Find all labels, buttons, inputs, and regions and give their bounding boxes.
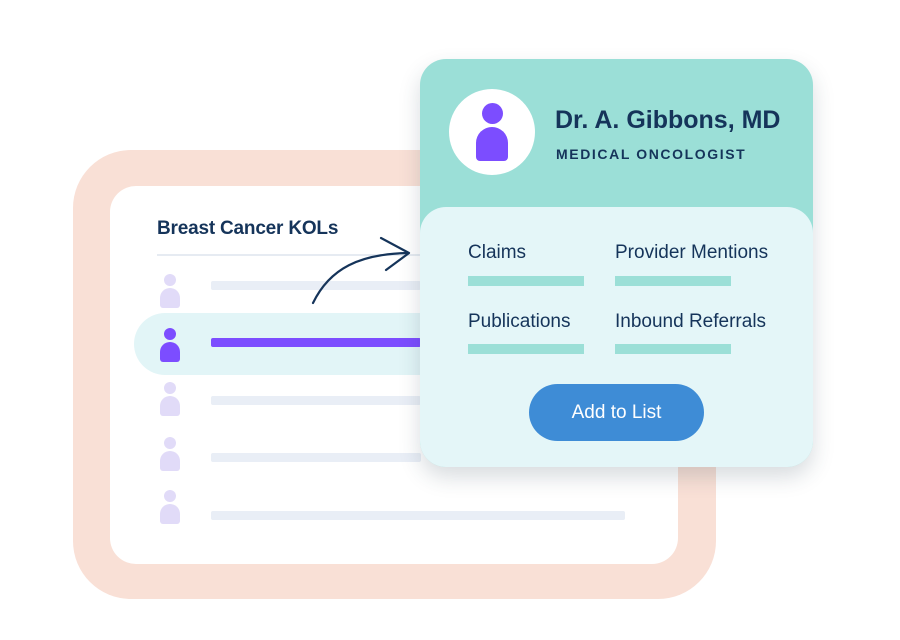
list-item-placeholder-bar[interactable] bbox=[211, 281, 421, 290]
stat-bar-publications bbox=[468, 344, 584, 354]
stat-bar-provider-mentions bbox=[615, 276, 731, 286]
add-to-list-button[interactable]: Add to List bbox=[529, 384, 704, 441]
stat-label-claims: Claims bbox=[468, 242, 527, 263]
person-icon bbox=[160, 274, 180, 310]
stat-label-inbound-referrals: Inbound Referrals bbox=[615, 311, 767, 332]
list-item-selected-bar[interactable] bbox=[211, 338, 421, 347]
person-icon bbox=[160, 437, 180, 473]
list-title: Breast Cancer KOLs bbox=[157, 218, 339, 239]
person-icon-selected bbox=[160, 328, 180, 364]
stat-label-provider-mentions: Provider Mentions bbox=[615, 242, 769, 263]
title-divider bbox=[157, 254, 425, 256]
list-item-placeholder-bar[interactable] bbox=[211, 453, 421, 462]
avatar bbox=[449, 89, 535, 175]
person-icon bbox=[160, 490, 180, 526]
person-icon bbox=[160, 382, 180, 418]
list-item-placeholder-bar[interactable] bbox=[211, 511, 625, 520]
doctor-specialty: MEDICAL ONCOLOGIST bbox=[556, 146, 747, 162]
list-item-placeholder-bar[interactable] bbox=[211, 396, 421, 405]
stat-bar-inbound-referrals bbox=[615, 344, 731, 354]
stat-bar-claims bbox=[468, 276, 584, 286]
stat-label-publications: Publications bbox=[468, 311, 571, 332]
doctor-name: Dr. A. Gibbons, MD bbox=[555, 106, 781, 134]
person-icon bbox=[482, 103, 503, 124]
